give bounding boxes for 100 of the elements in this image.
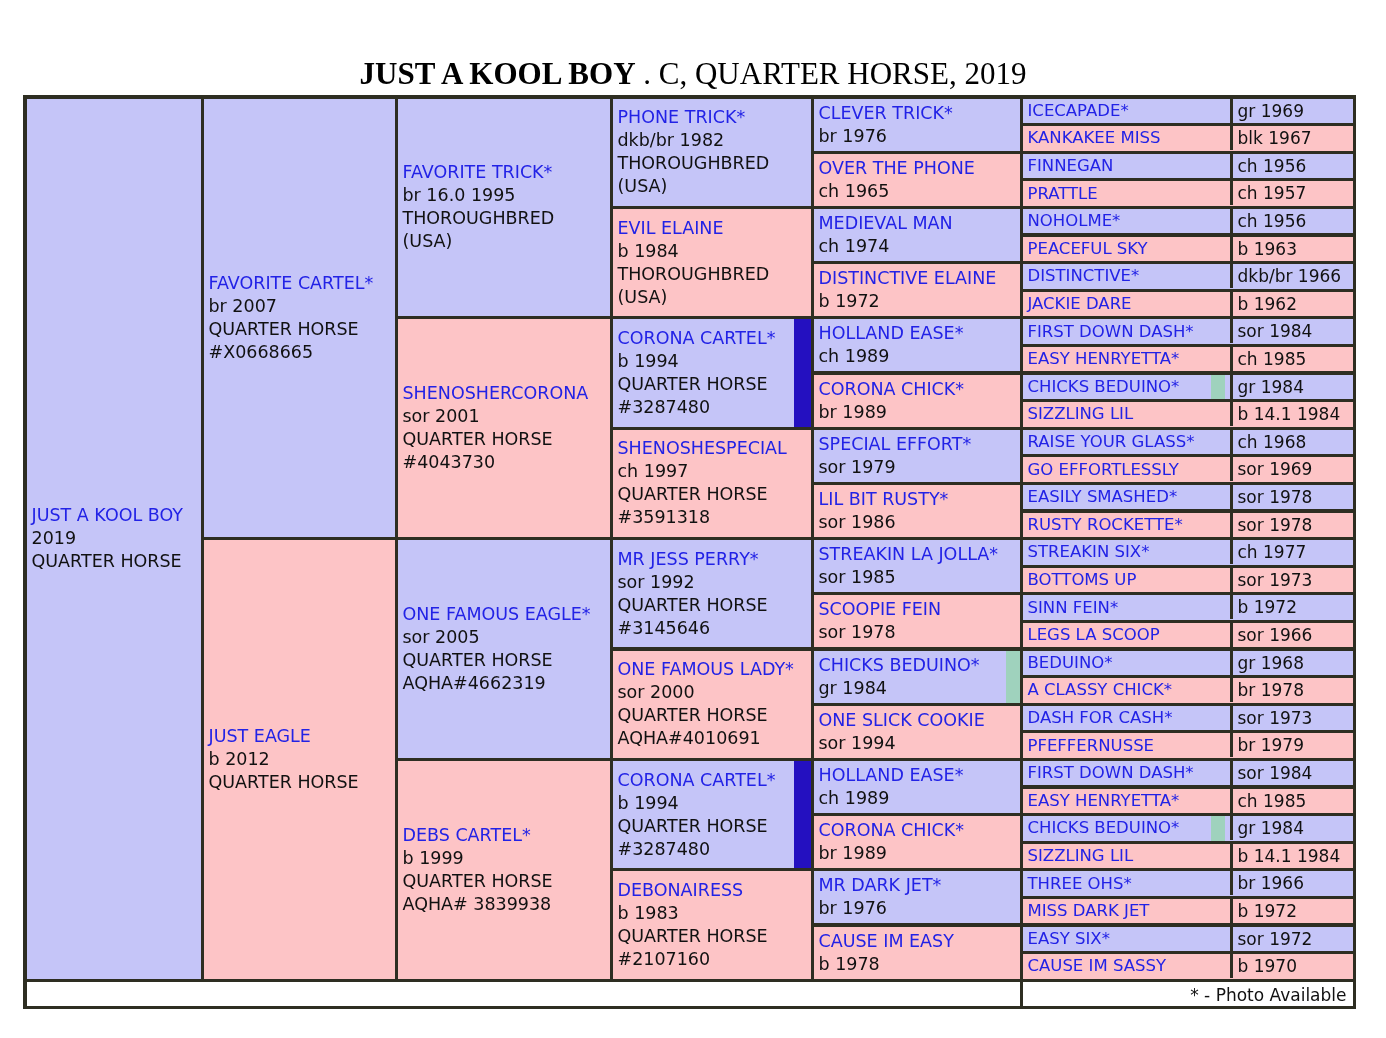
- horse-details: sor 2005: [402, 626, 480, 649]
- horse-details: QUARTER HORSE: [617, 814, 768, 838]
- horse-details: AQHA#4662319: [402, 672, 546, 695]
- horse-details: QUARTER HORSE: [208, 317, 359, 341]
- pedigree-cell: [813, 926, 1020, 979]
- horse-details: #3145646: [617, 616, 711, 640]
- horse-name: CORONA CARTEL*: [617, 327, 776, 350]
- horse-name: EASILY SMASHED*: [1026, 487, 1178, 508]
- horse-details: b 1970: [1229, 954, 1353, 979]
- horse-details: QUARTER HORSE: [617, 925, 768, 948]
- pedigree-cell: [612, 429, 811, 538]
- pedigree-cell: [612, 540, 811, 648]
- horse-name: PHONE TRICK*: [617, 106, 746, 130]
- horse-details: ch 1989: [818, 787, 890, 810]
- horse-name: STREAKIN LA JOLLA*: [818, 543, 999, 567]
- horse-details: ch 1957: [1229, 181, 1353, 206]
- horse-details: br 1976: [818, 897, 887, 921]
- horse-details: THOROUGHBRED: [402, 207, 555, 231]
- horse-details: ch 1974: [818, 235, 890, 258]
- horse-name: FIRST DOWN DASH*: [1026, 321, 1194, 342]
- horse-name: CLEVER TRICK*: [818, 101, 953, 125]
- pedigree-cell: [1022, 843, 1353, 869]
- pedigree-cell: [612, 208, 811, 317]
- horse-name: DEBS CARTEL*: [402, 823, 531, 847]
- horse-details: THOROUGHBRED: [617, 262, 770, 286]
- horse-name: PEACEFUL SKY: [1026, 238, 1148, 259]
- horse-name: SHENOSHESPECIAL: [617, 437, 787, 461]
- horse-name: GO EFFORTLESSLY: [1026, 459, 1179, 480]
- horse-name: DISTINCTIVE ELAINE: [818, 267, 997, 291]
- horse-details: QUARTER HORSE: [617, 373, 768, 396]
- horse-details: sor 2001: [402, 405, 480, 429]
- horse-name: ONE FAMOUS LADY*: [617, 658, 794, 682]
- horse-name: FAVORITE CARTEL*: [208, 271, 374, 295]
- horse-details: sor 1985: [818, 566, 896, 590]
- pedigree-cell: [612, 650, 811, 758]
- pedigree-cell: [397, 540, 610, 758]
- horse-details: sor 1994: [818, 731, 896, 755]
- pedigree-cell: [813, 208, 1020, 262]
- horse-details: QUARTER HORSE: [617, 483, 768, 507]
- horse-name: NOHOLME*: [1026, 211, 1121, 232]
- horse-details: QUARTER HORSE: [617, 704, 768, 728]
- horse-name: CAUSE IM EASY: [818, 929, 954, 953]
- pedigree-cell: [612, 760, 811, 869]
- horse-details: gr 1984: [1229, 816, 1353, 841]
- pedigree-cell: [1022, 705, 1353, 731]
- horse-details: gr 1984: [1229, 374, 1353, 399]
- pedigree-cell: [1022, 374, 1353, 400]
- pedigree-cell: [1022, 650, 1353, 676]
- horse-details: br 1966: [1229, 871, 1353, 896]
- horse-details: blk 1967: [1229, 126, 1353, 151]
- horse-name: MISS DARK JET: [1026, 901, 1150, 922]
- pedigree-cell: [813, 264, 1020, 317]
- horse-details: b 1972: [1229, 595, 1353, 620]
- horse-details: sor 1978: [818, 621, 896, 645]
- horse-details: br 1979: [1229, 733, 1353, 758]
- horse-name: SIZZLING LIL: [1026, 846, 1134, 866]
- horse-name: LEGS LA SCOOP: [1026, 625, 1160, 646]
- horse-details: #3287480: [617, 837, 711, 861]
- horse-name: JUST EAGLE: [208, 724, 311, 748]
- horse-name: THREE OHS*: [1026, 873, 1132, 894]
- pedigree-cell: [1022, 346, 1353, 372]
- horse-name: RAISE YOUR GLASS*: [1026, 432, 1195, 452]
- pedigree-cell: [1022, 816, 1353, 841]
- horse-details: b 1972: [1229, 898, 1353, 923]
- pedigree-cell: [1022, 153, 1353, 179]
- horse-name: SINN FEIN*: [1026, 597, 1119, 618]
- pedigree-cell: [1022, 678, 1353, 703]
- horse-details: QUARTER HORSE: [402, 869, 553, 893]
- pedigree-cell: [1022, 429, 1353, 455]
- horse-details: dkb/br 1982: [617, 129, 725, 153]
- pedigree-cell: [1022, 126, 1353, 151]
- horse-details: ch 1977: [1229, 540, 1353, 565]
- horse-name: FIRST DOWN DASH*: [1026, 763, 1194, 784]
- pedigree-cell: [397, 319, 610, 538]
- horse-details: br 1989: [818, 400, 887, 424]
- pedigree-cell: [612, 98, 811, 206]
- footnote: * - Photo Available: [1190, 983, 1347, 1006]
- horse-name: RUSTY ROCKETTE*: [1026, 514, 1183, 535]
- horse-name: PRATTLE: [1026, 183, 1098, 204]
- horse-name: EASY HENRYETTA*: [1026, 790, 1180, 811]
- pedigree-cell: [1022, 512, 1353, 538]
- pedigree-cell: [1022, 926, 1353, 952]
- horse-details: #X0668665: [208, 340, 314, 364]
- horse-details: ch 1989: [818, 345, 890, 369]
- horse-details: sor 2000: [617, 681, 695, 705]
- horse-details: br 1978: [1229, 678, 1353, 703]
- horse-name: EVIL ELAINE: [617, 216, 724, 240]
- horse-name: CHICKS BEDUINO*: [1026, 376, 1180, 397]
- horse-details: #2107160: [617, 948, 711, 971]
- horse-name: CORONA CHICK*: [818, 819, 965, 843]
- horse-details: b 2012: [208, 747, 270, 771]
- pedigree-cell: [1022, 402, 1353, 427]
- horse-details: ch 1968: [1229, 429, 1353, 454]
- horse-details: b 14.1 1984: [1229, 843, 1353, 868]
- pedigree-cell: [813, 540, 1020, 593]
- horse-name: HOLLAND EASE*: [818, 764, 964, 787]
- pedigree-cell: [26, 98, 201, 979]
- horse-name: KANKAKEE MISS: [1026, 128, 1161, 149]
- pedigree-cell: [1022, 871, 1353, 896]
- pedigree-cell: [1022, 208, 1353, 234]
